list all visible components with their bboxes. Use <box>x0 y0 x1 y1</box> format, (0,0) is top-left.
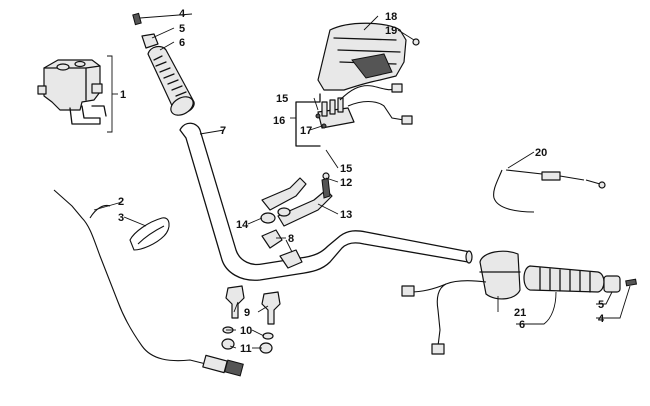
callout-13: 13 <box>340 209 352 221</box>
callout-11: 11 <box>240 343 252 355</box>
left-grip-part <box>132 12 195 116</box>
callout-15-lower: 15 <box>340 163 352 175</box>
callout-1: 1 <box>120 89 126 101</box>
visor-part <box>317 22 420 91</box>
callout-18: 18 <box>385 11 397 23</box>
clamp-cap-part <box>261 229 303 269</box>
callout-21: 21 <box>514 307 526 319</box>
callout-labels: 1 2 3 4 5 6 7 8 9 10 11 12 13 14 15 15 1… <box>118 8 605 355</box>
callout-6-right: 6 <box>519 319 525 331</box>
leader-lines <box>93 13 631 349</box>
callout-10: 10 <box>240 325 252 337</box>
riser-clamp-part <box>260 172 333 227</box>
callout-8: 8 <box>288 233 294 245</box>
callout-15-upper: 15 <box>276 93 288 105</box>
switch-block-part <box>290 83 413 147</box>
callout-6-top: 6 <box>179 37 185 49</box>
callout-4-right: 4 <box>598 313 605 325</box>
callout-4-top: 4 <box>179 8 186 20</box>
callout-5-right: 5 <box>598 299 604 311</box>
callout-12: 12 <box>340 177 352 189</box>
throttle-housing-part <box>37 59 107 125</box>
handlebar-part <box>179 122 473 281</box>
bracket-leader-1 <box>107 55 118 133</box>
callout-14: 14 <box>236 219 249 231</box>
switch-housing-part <box>401 250 521 355</box>
callout-20: 20 <box>535 147 547 159</box>
callout-2: 2 <box>118 196 124 208</box>
callout-19: 19 <box>385 25 397 37</box>
callout-7: 7 <box>220 125 226 137</box>
brake-cable-part <box>493 169 606 213</box>
right-grip-part <box>523 265 638 293</box>
callout-9: 9 <box>244 307 250 319</box>
throttle-cable-part <box>53 189 244 377</box>
callout-17: 17 <box>300 125 312 137</box>
callout-16: 16 <box>273 115 285 127</box>
callout-5-top: 5 <box>179 23 185 35</box>
callout-3: 3 <box>118 212 124 224</box>
riser-bolts-part <box>221 285 281 354</box>
